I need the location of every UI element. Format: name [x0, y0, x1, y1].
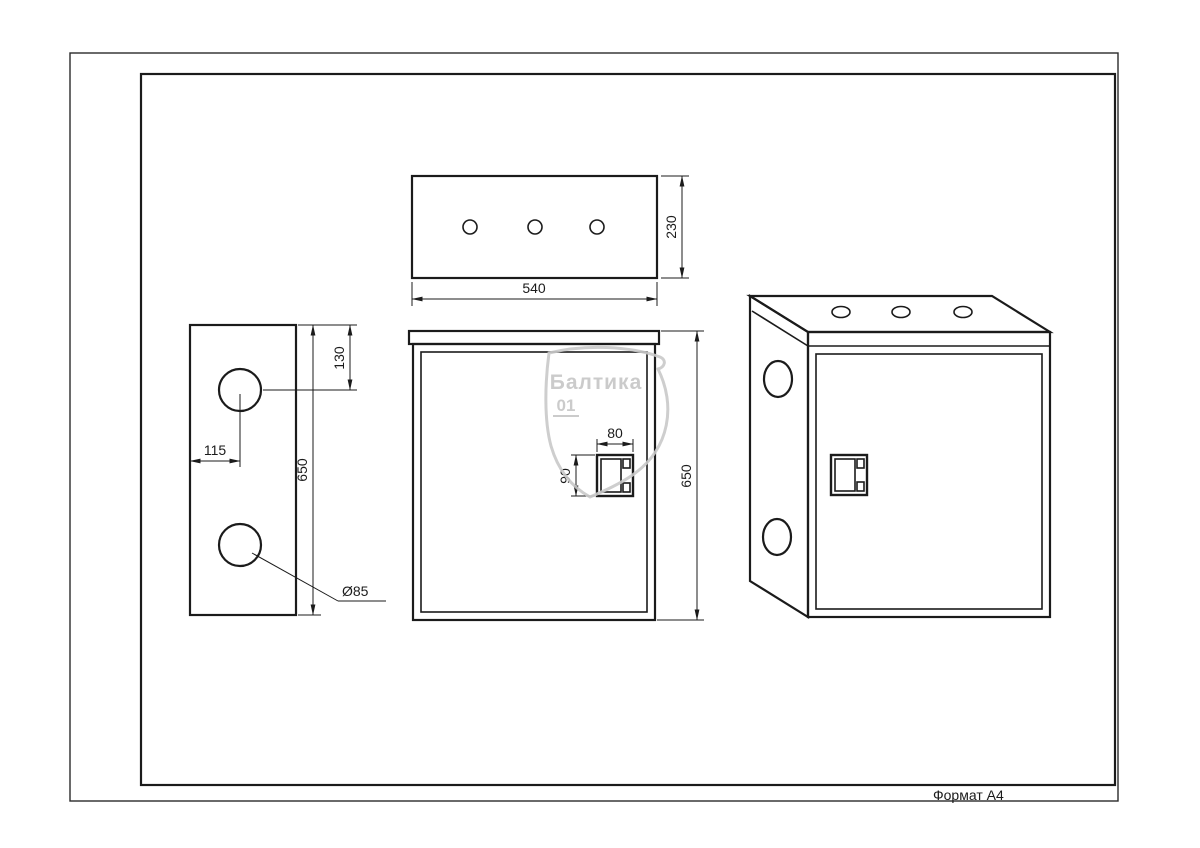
iso-front-face	[806, 330, 1052, 619]
iso-top-hole-3	[953, 305, 973, 319]
inner-drawing-frame	[139, 72, 1117, 787]
format-label: Формат А4	[933, 787, 1004, 803]
top-view-hole-3	[589, 219, 605, 235]
iso-top-hole-2	[891, 305, 911, 319]
handle-lever	[834, 458, 856, 492]
callout-hole-diameter: Ø85	[251, 552, 386, 602]
dimension-text-width: 540	[522, 280, 546, 296]
iso-lid-edge-left	[751, 310, 809, 347]
top-view-outline	[410, 174, 659, 280]
dimension-side-height: 650	[294, 324, 321, 616]
dimension-front-height: 650	[657, 330, 704, 621]
iso-side-hole-top	[762, 359, 794, 399]
handle-detail-bottom	[856, 481, 865, 492]
iso-top-face	[746, 294, 1054, 334]
perspective-view	[746, 294, 1054, 619]
dimension-width: 540	[411, 280, 658, 306]
iso-left-face	[748, 294, 810, 619]
iso-side-hole-bottom	[761, 517, 793, 557]
sheet-border: Формат А4	[69, 52, 1119, 803]
watermark-brand: Балтика	[550, 371, 643, 394]
front-view-outline	[411, 342, 657, 622]
handle-detail-top	[622, 458, 631, 469]
dimension-text-hole-center: 115	[204, 442, 227, 458]
dimension-handle-width: 80	[596, 425, 634, 452]
top-view-hole-1	[462, 219, 478, 235]
top-view: 230 540	[410, 174, 689, 306]
leader-line	[251, 552, 339, 602]
handle-lever	[600, 458, 622, 493]
watermark: Балтика 01	[544, 345, 670, 499]
side-view-hole-bottom	[217, 522, 263, 568]
dimension-hole-center: 115	[189, 442, 241, 464]
outer-frame	[69, 52, 1119, 802]
iso-top-hole-1	[831, 305, 851, 319]
handle-detail-bottom	[622, 482, 631, 493]
dimension-text-side-height: 650	[294, 458, 310, 482]
dimension-depth: 230	[661, 175, 689, 279]
dimension-text-hole-top-offset: 130	[331, 346, 347, 370]
watermark-shield	[544, 345, 670, 499]
dimension-handle-height: 90	[557, 454, 595, 497]
dimension-text-hole-diameter: Ø85	[342, 583, 369, 599]
dimension-text-depth: 230	[663, 215, 679, 239]
side-view: 130 650 115 Ø85	[188, 323, 386, 617]
handle-detail-top	[856, 458, 865, 469]
front-view-top-cap	[407, 329, 661, 346]
dimension-text-front-height: 650	[678, 464, 694, 488]
iso-door	[815, 353, 1043, 610]
top-view-hole-2	[527, 219, 543, 235]
dimension-text-handle-width: 80	[607, 425, 623, 441]
front-view-door	[420, 351, 648, 613]
dimension-hole-top-offset: 130	[263, 324, 357, 391]
handle-housing	[829, 453, 869, 497]
side-view-outline	[188, 323, 298, 617]
watermark-number: 01	[557, 396, 576, 415]
iso-lock-handle	[829, 453, 869, 497]
